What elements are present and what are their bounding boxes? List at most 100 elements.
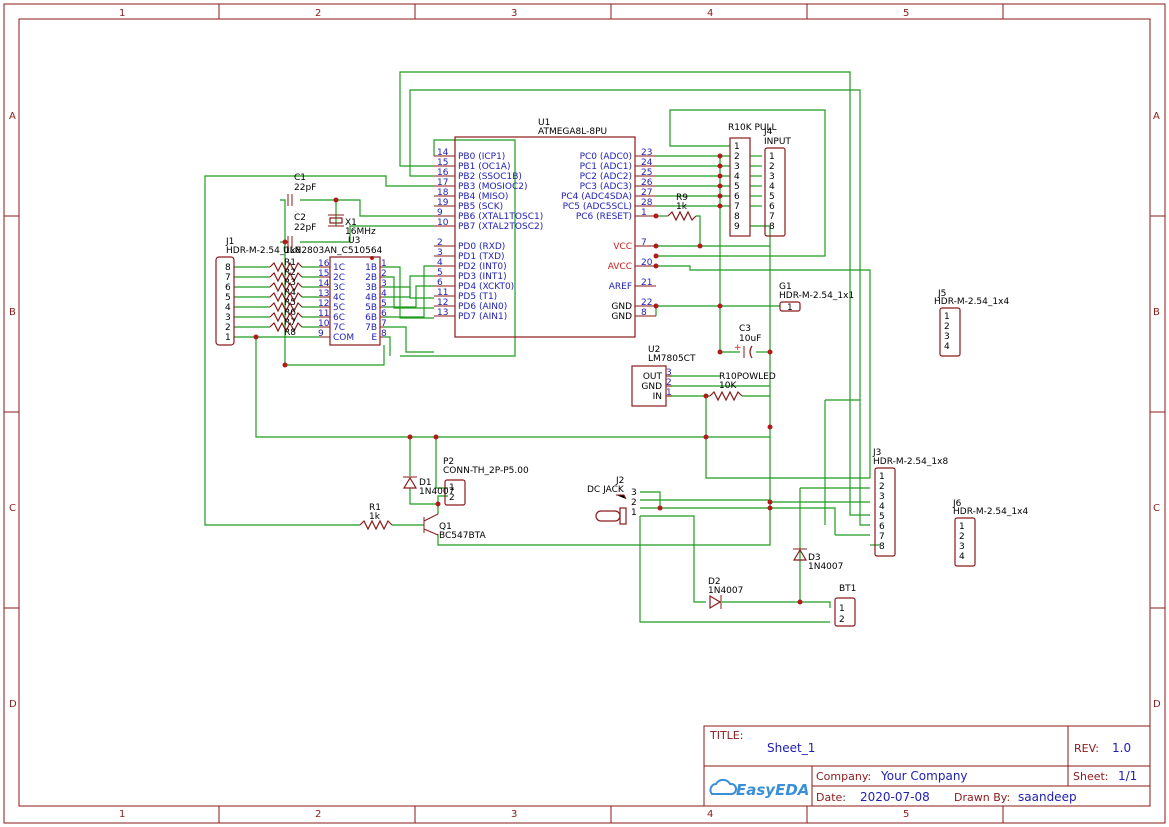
u1-pin-name: PB2 (SSOC1B) <box>458 172 522 182</box>
j3-pin-number: 7 <box>879 532 885 542</box>
u2-pin-number: 3 <box>666 368 672 378</box>
u1-pin-number: 11 <box>437 288 448 298</box>
j4-pin-number: 3 <box>769 172 775 182</box>
u1-pin-name: PB7 (XTAL2TOSC2) <box>458 222 543 232</box>
r10k-pin-number: 2 <box>734 152 740 162</box>
u1-ref: U1 <box>538 118 550 128</box>
u1-pin-name: PB5 (SCK) <box>458 202 503 212</box>
u1-pin-name: PC5 (ADC5SCL) <box>563 202 632 212</box>
j1-pin-number: 7 <box>225 273 231 283</box>
u1-pin-number: 27 <box>641 188 652 198</box>
j4-pin-number: 6 <box>769 202 775 212</box>
u1-pin-name: PD5 (T1) <box>458 292 497 302</box>
c2-capacitor[interactable]: C2 22pF <box>287 213 316 248</box>
u1-pin-name: PD6 (AIN0) <box>458 302 507 312</box>
u1-pin-number: 12 <box>437 298 448 308</box>
array-resistor-ref: R7 <box>284 318 296 328</box>
drawn-label: Drawn By: <box>954 791 1010 804</box>
col-label: 4 <box>707 809 713 820</box>
sheet-label: Sheet: <box>1073 770 1109 783</box>
u3-pin-name: 1B <box>365 263 377 273</box>
bt1-pin: 1 <box>839 604 845 614</box>
d3-diode[interactable]: D3 1N4007 <box>792 548 843 572</box>
c1-value: 22pF <box>294 183 316 193</box>
u3-pin-name: 7B <box>365 323 377 333</box>
u1-pin-number: 25 <box>641 168 652 178</box>
u1-pin-name: PB1 (OC1A) <box>458 162 510 172</box>
u1-pin-name: PC3 (ADC3) <box>580 182 632 192</box>
u1-pin-name: PC6 (RESET) <box>576 212 632 222</box>
j2-dc-jack[interactable]: J2 DC JACK 3 2 1 <box>587 476 637 525</box>
col-label: 4 <box>707 8 713 19</box>
j6-pin-number: 4 <box>959 552 965 562</box>
j3-ref: J3 <box>872 448 881 458</box>
j4-value: INPUT <box>764 137 791 147</box>
u1-pin-name: PD0 (RXD) <box>458 242 505 252</box>
u1-pin-name: PC0 (ADC0) <box>580 152 632 162</box>
u3-pin-name: 5B <box>365 303 377 313</box>
bt1-battery[interactable]: BT1 1 2 <box>834 584 856 627</box>
c3-capacitor[interactable]: + C3 10uF <box>734 324 761 359</box>
j1-pin-number: 5 <box>225 293 231 303</box>
r1-resistor[interactable]: R1 1k <box>359 503 393 531</box>
j1-ref: J1 <box>225 237 234 247</box>
u3-pin-number: 4 <box>381 289 387 299</box>
p2-pin: 1 <box>449 483 455 493</box>
j1-pin-number: 2 <box>225 323 231 333</box>
x1-ref: X1 <box>345 218 357 228</box>
u1-pin-name: PB0 (ICP1) <box>458 152 505 162</box>
d2-diode[interactable]: D2 1N4007 <box>708 577 743 610</box>
r10k-pin-number: 4 <box>734 172 740 182</box>
u3-pin-name: COM <box>333 333 354 343</box>
d2-ref: D2 <box>708 577 721 587</box>
c2-ref: C2 <box>294 213 306 223</box>
array-resistor <box>269 311 303 323</box>
r10k-pin-number: 1 <box>734 142 740 152</box>
u3-pin-number: 10 <box>318 319 330 329</box>
d1-diode[interactable]: D1 1N4007 <box>402 476 454 497</box>
g1-header[interactable]: 1 G1 HDR-M-2.54_1x1 <box>779 282 854 313</box>
j6-pin-number: 3 <box>959 542 965 552</box>
p2-connector[interactable]: 1 2 P2 CONN-TH_2P-P5.00 <box>443 457 529 506</box>
u2-pin-name: IN <box>653 392 662 402</box>
array-resistor <box>269 271 303 283</box>
col-label: 3 <box>511 809 517 820</box>
u3-ref: U3 <box>348 236 360 246</box>
j4-pin-number: 2 <box>769 162 775 172</box>
r9-resistor[interactable]: R9 1k <box>667 193 697 222</box>
u1-pin-name: PC4 (ADC4SDA) <box>561 192 632 202</box>
u1-pin-number: 26 <box>641 178 653 188</box>
q1-transistor[interactable]: Q1 BC547BTA <box>423 513 486 541</box>
x1-crystal[interactable]: X1 16MHz <box>328 214 376 237</box>
r10-resistor[interactable]: R10POWLED 10K <box>709 372 776 402</box>
r10k-pin-number: 3 <box>734 162 740 172</box>
d1-value: 1N4007 <box>419 487 454 497</box>
c1-capacitor[interactable]: C1 22pF <box>287 173 316 206</box>
date-label: Date: <box>816 791 846 804</box>
j3-pin-number: 6 <box>879 522 885 532</box>
col-label: 2 <box>315 809 321 820</box>
u3-pin-number: 14 <box>318 279 330 289</box>
j6-value: HDR-M-2.54_1x4 <box>953 507 1028 517</box>
j6-pin-number: 2 <box>959 532 965 542</box>
u1-pin-name: PB4 (MISO) <box>458 192 508 202</box>
row-label: D <box>1153 699 1161 710</box>
u1-pin-name: VCC <box>613 242 632 252</box>
g1-pin: 1 <box>787 303 793 313</box>
c3-ref: C3 <box>739 324 751 334</box>
x1-value: 16MHz <box>345 227 376 237</box>
u3-pin-number: 6 <box>381 309 387 319</box>
u1-pin-number: 22 <box>641 298 652 308</box>
array-resistor-ref: R3 <box>284 278 296 288</box>
u2-value: LM7805CT <box>648 354 696 364</box>
